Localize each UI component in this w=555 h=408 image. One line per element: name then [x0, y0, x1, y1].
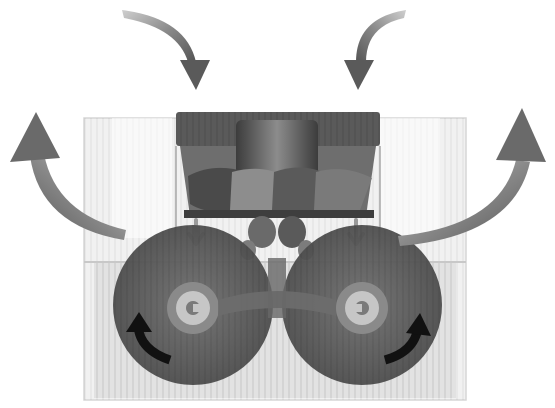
curved-arrow-up-icon — [398, 108, 546, 246]
fan-blades — [188, 167, 372, 214]
fan-blade — [272, 167, 328, 213]
gear — [248, 216, 276, 248]
hub-slot — [193, 304, 205, 312]
center-support — [268, 258, 286, 318]
housing-highlight-right — [380, 118, 440, 238]
fan-blade — [230, 168, 284, 214]
fan-assembly — [175, 112, 381, 260]
hub-slot — [350, 304, 362, 312]
curved-arrow-down-icon — [344, 10, 406, 90]
disc-stack-left — [113, 225, 273, 385]
rotate-clockwise-icon — [383, 313, 431, 365]
gear — [278, 216, 306, 248]
housing-highlight-left — [112, 118, 172, 238]
rotate-counterclockwise-icon — [126, 312, 172, 365]
curved-arrow-down-icon — [122, 10, 210, 90]
curved-arrow-up-icon — [10, 112, 126, 240]
fan-blade — [314, 169, 372, 212]
disc-stack-right — [282, 225, 442, 385]
fan-base — [184, 210, 374, 218]
